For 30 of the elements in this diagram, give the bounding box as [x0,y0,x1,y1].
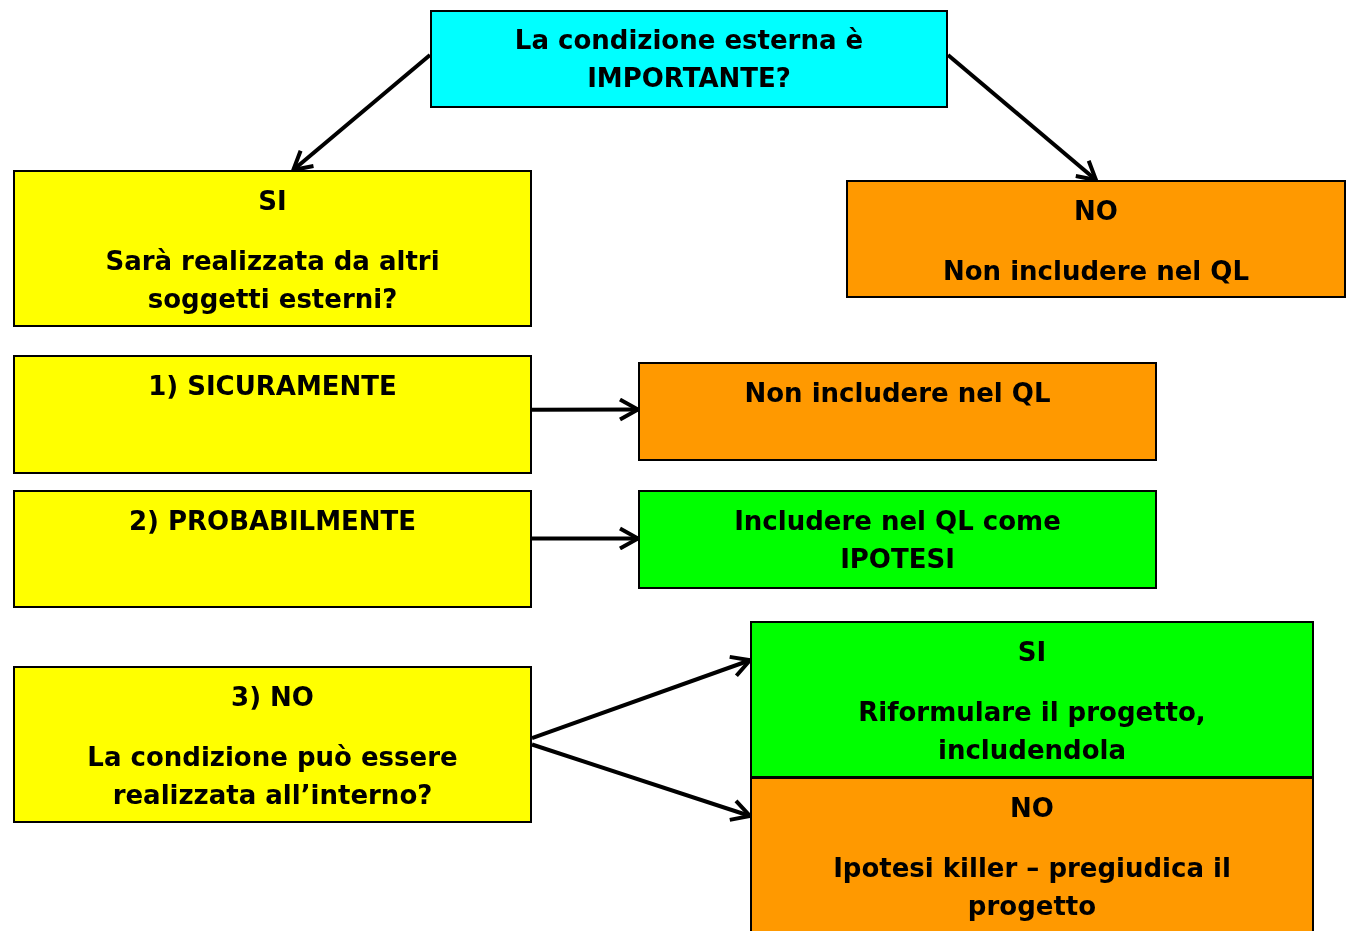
flow-box [430,10,948,108]
box-text: Non includere nel QL [943,255,1249,288]
flow-box [13,355,532,474]
box-text: Sarà realizzata da altri soggetti esterni? [104,245,441,316]
arrow [531,742,752,822]
flow-box [846,180,1346,298]
box-text: 1) SICURAMENTE [148,370,397,403]
arrow [532,397,640,422]
box-text: La condizione può essere realizzata all’interno? [86,741,459,812]
flow-box [750,621,1314,778]
flow-box [13,490,532,608]
box-text: Riformulare il progetto, includendola [857,696,1207,767]
flow-box [13,170,532,327]
arrow [531,654,752,741]
box-text: Non includere nel QL [744,377,1051,410]
flow-box [638,490,1157,589]
box-heading: SI [1017,636,1047,669]
box-heading: NO [1010,792,1054,825]
box-heading: NO [1074,195,1118,228]
box-text: 2) PROBABILMENTE [128,505,417,538]
box-text: Includere nel QL come IPOTESI [733,504,1062,576]
flow-box [638,362,1157,461]
flow-box [13,666,532,823]
arrow [532,526,640,551]
box-text: Ipotesi killer – pregiudica il progetto [832,852,1232,923]
box-heading: 3) NO [231,681,314,714]
box-text: La condizione esterna è IMPORTANTE? [513,24,865,95]
box-heading: SI [258,185,287,218]
arrow [291,53,432,172]
flow-box [750,777,1314,931]
